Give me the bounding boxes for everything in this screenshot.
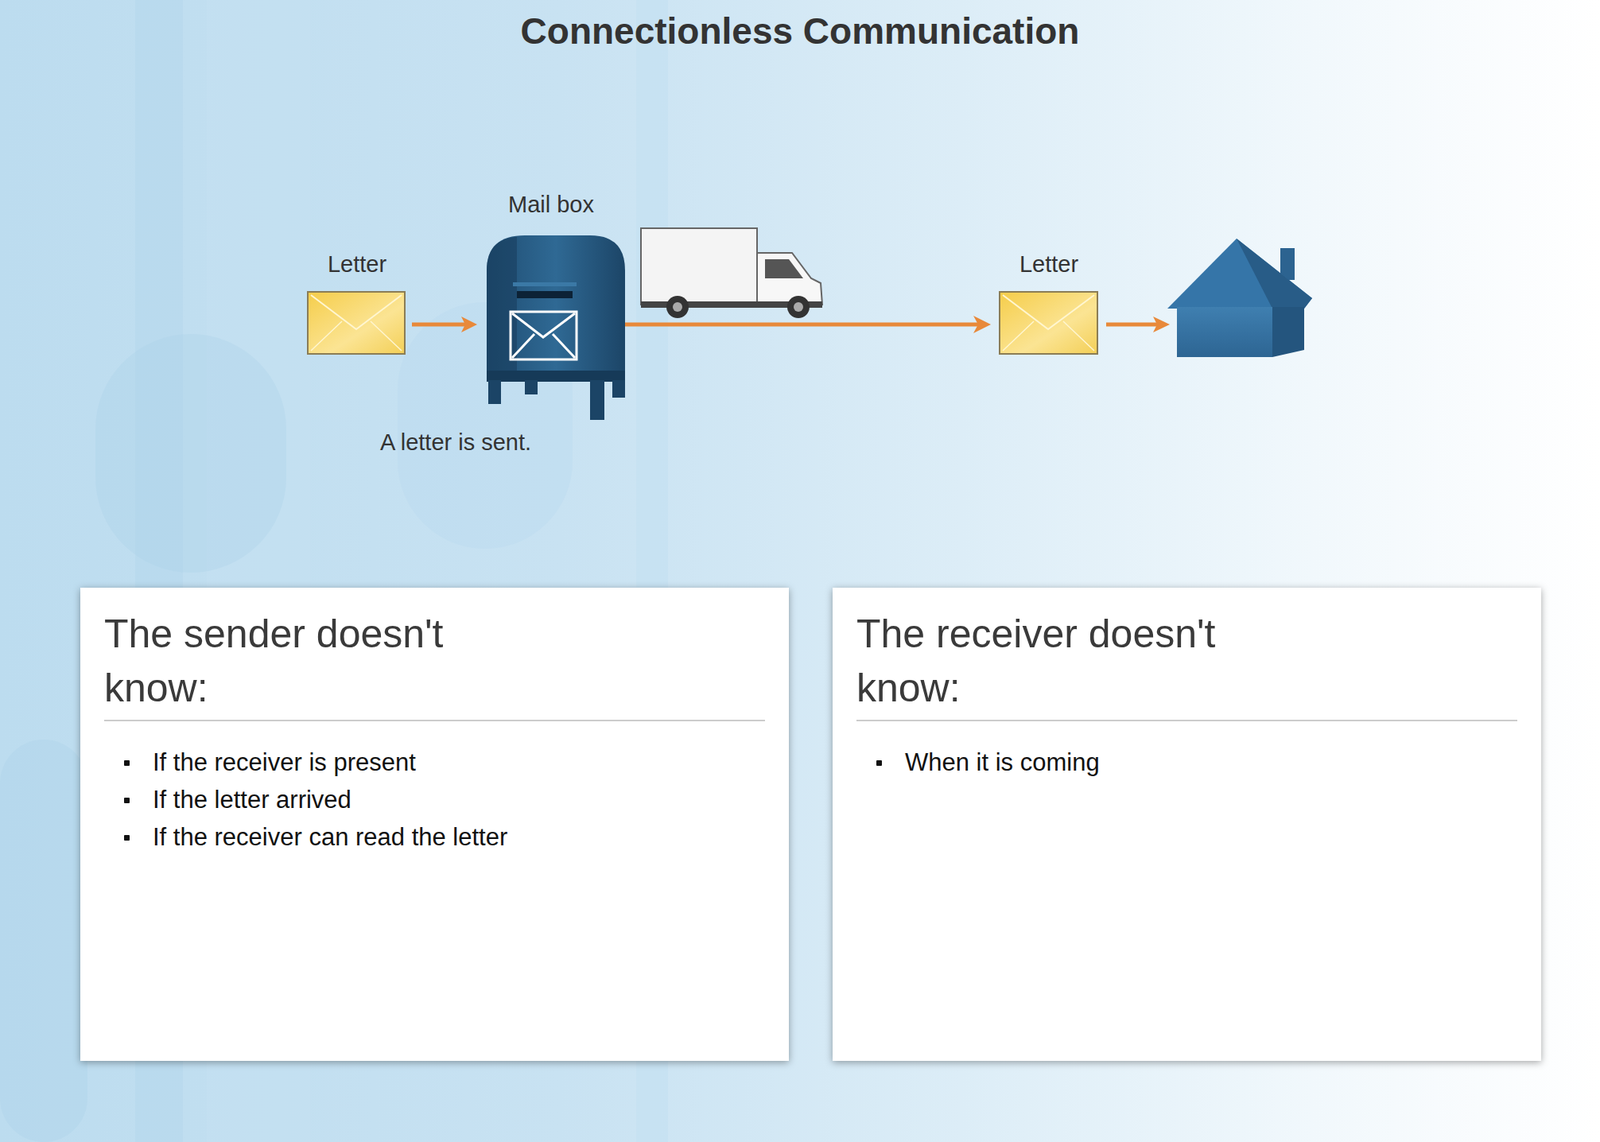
mailbox-slot — [516, 291, 573, 299]
arrow-head — [461, 316, 478, 333]
bullet-dot — [124, 797, 130, 804]
envelope-fold — [370, 321, 402, 351]
info-panel: The receiver doesn't know: When it is com… — [832, 587, 1542, 1061]
house-icon — [1167, 238, 1313, 358]
house-front — [1176, 306, 1273, 358]
illustration-label: A letter is sent. — [380, 429, 532, 456]
mailbox-body — [486, 235, 626, 374]
envelope-body — [999, 291, 1098, 354]
diagram-title: Connectionless Communication — [0, 9, 1600, 53]
house-roof — [1167, 238, 1313, 309]
heading-rule — [104, 719, 766, 722]
flow-arrow — [1106, 322, 1158, 327]
house-roof-side — [1236, 238, 1313, 309]
mailbox-leg — [488, 380, 501, 404]
truck-wheel — [787, 295, 810, 319]
envelope-flap — [1002, 295, 1095, 330]
heading-rule — [856, 719, 1518, 722]
bullet-dot — [124, 760, 130, 766]
bullet-text: If the receiver can read the letter — [152, 823, 508, 851]
illustration-label: Mail box — [508, 191, 595, 218]
mailbox-leg — [590, 380, 605, 420]
envelope-fold — [1002, 321, 1034, 351]
bullet-text: If the receiver is present — [152, 748, 416, 777]
truck-hub — [793, 302, 804, 312]
envelope-icon — [999, 291, 1098, 354]
envelope-fold — [310, 321, 342, 351]
info-panel: The sender doesn't know: If the receiver … — [80, 587, 789, 1061]
truck-cab — [757, 252, 823, 305]
envelope-icon — [307, 291, 405, 354]
mailbox-base — [486, 370, 626, 382]
blob — [95, 333, 287, 573]
bullet-item: If the receiver is present — [104, 743, 766, 781]
mailbox-envelope-fold — [552, 333, 575, 358]
envelope-flap — [310, 295, 402, 330]
panel-heading: The sender doesn't know: — [104, 606, 550, 715]
bullet-item: If the receiver can read the letter — [104, 818, 766, 856]
envelope-body — [307, 291, 405, 354]
panel-heading: The receiver doesn't know: — [856, 606, 1302, 715]
truck-wheel — [666, 295, 689, 319]
bullet-text: When it is coming — [904, 748, 1100, 777]
mailbox-leg — [612, 380, 626, 398]
mailbox-icon — [486, 235, 626, 420]
blob — [0, 739, 88, 1142]
truck-cargo — [640, 228, 758, 305]
bullet-item: If the letter arrived — [104, 780, 766, 819]
truck-icon — [640, 228, 823, 319]
truck-window — [765, 259, 804, 279]
flow-arrow — [624, 322, 979, 327]
mailbox-leg — [524, 380, 538, 395]
house-side — [1272, 306, 1305, 358]
flow-arrow — [411, 322, 466, 327]
mailbox-shade — [486, 236, 517, 374]
mailbox-lip — [512, 282, 577, 287]
mailbox-envelope-fold — [512, 333, 535, 358]
bullet-dot — [124, 834, 130, 841]
arrow-head — [1153, 316, 1170, 333]
mailbox-envelope — [510, 311, 577, 360]
envelope-fold — [1063, 321, 1095, 351]
illustration-label: Letter — [327, 251, 387, 278]
bullet-text: If the letter arrived — [152, 785, 352, 814]
bullet-item: When it is coming — [856, 743, 1518, 781]
mailbox-envelope-flap — [512, 313, 575, 338]
truck-hub — [672, 302, 683, 312]
bullet-dot — [876, 760, 882, 766]
illustration-label: Letter — [1019, 251, 1079, 278]
arrow-head — [973, 315, 991, 334]
